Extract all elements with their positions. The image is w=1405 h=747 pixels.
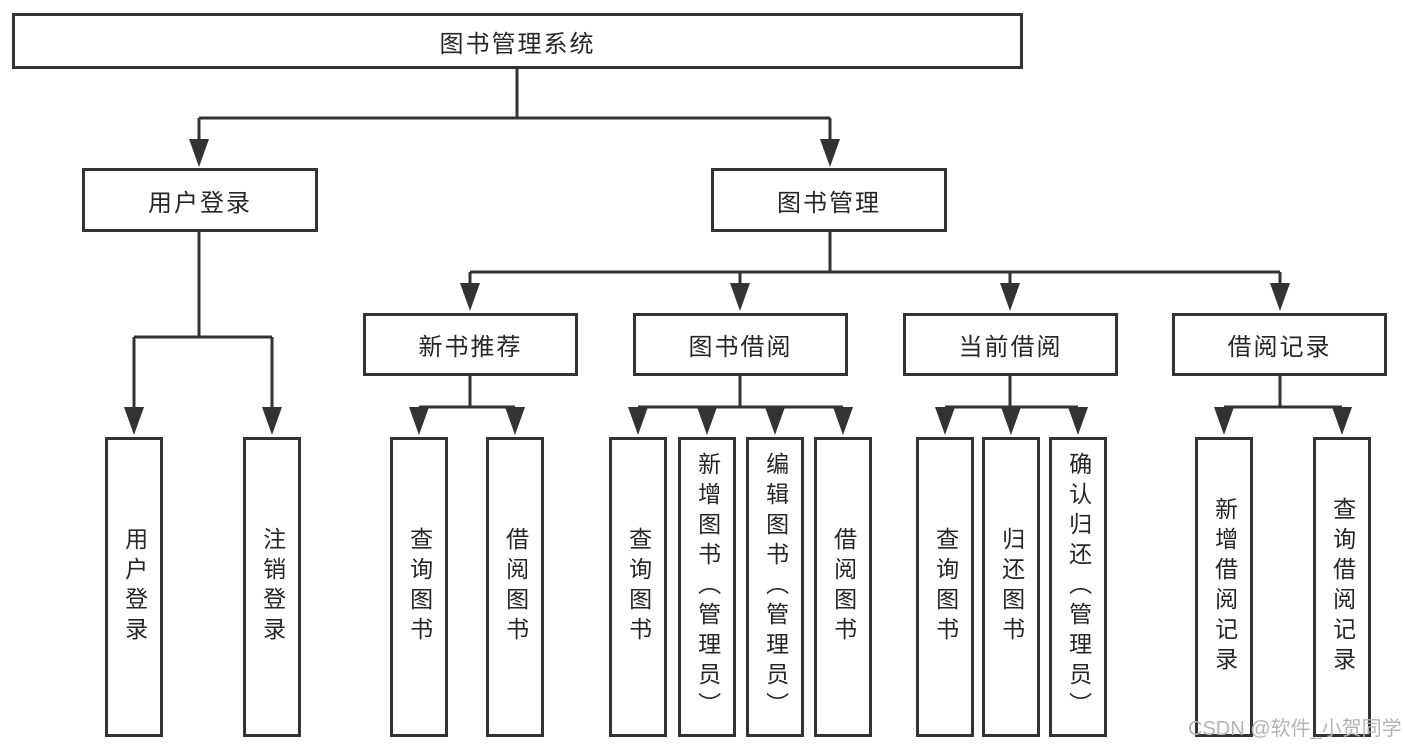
leaf-records-query: 查询借阅记录 (1313, 437, 1371, 737)
leaf-records-add: 新增借阅记录 (1195, 437, 1253, 737)
leaf-logout: 注销登录 (243, 437, 301, 737)
node-new-book-recommend: 新书推荐 (363, 313, 578, 376)
leaf-current-query: 查询图书 (916, 437, 974, 737)
leaf-user-login: 用户登录 (105, 437, 163, 737)
leaf-borrow-book: 借阅图书 (814, 437, 872, 737)
leaf-borrow-query: 查询图书 (609, 437, 667, 737)
node-book-borrow: 图书借阅 (633, 313, 848, 376)
watermark: CSDN @软件_小贺同学 (1188, 718, 1402, 740)
leaf-current-confirm-admin: 确认归还（管理员） (1049, 437, 1107, 737)
node-book-management: 图书管理 (711, 168, 947, 232)
node-root: 图书管理系统 (12, 13, 1023, 69)
node-borrow-records: 借阅记录 (1172, 313, 1387, 376)
node-user-login: 用户登录 (82, 168, 318, 232)
leaf-borrow-add-admin: 新增图书（管理员） (678, 437, 736, 737)
leaf-newbook-borrow: 借阅图书 (486, 437, 544, 737)
leaf-newbook-query: 查询图书 (390, 437, 448, 737)
leaf-current-return: 归还图书 (982, 437, 1040, 737)
leaf-borrow-edit-admin: 编辑图书（管理员） (746, 437, 804, 737)
node-current-borrow: 当前借阅 (903, 313, 1118, 376)
